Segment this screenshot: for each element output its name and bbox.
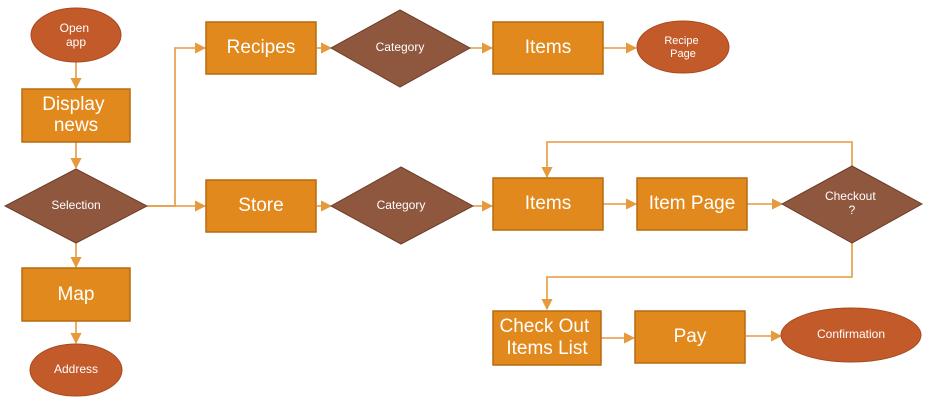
node-pay[interactable]: Pay [634, 310, 746, 364]
node-checkout-decision[interactable]: Checkout ? [780, 165, 924, 244]
node-category-store-label: Category [377, 198, 426, 212]
node-checkout-items-list[interactable]: Check Out Items List [492, 310, 602, 366]
node-items-recipes[interactable]: Items [492, 21, 604, 75]
node-item-page-label: Item Page [649, 193, 736, 214]
node-address-label: Address [54, 362, 98, 376]
node-store-label: Store [238, 195, 283, 216]
node-recipes[interactable]: Recipes [205, 21, 317, 75]
node-items-store[interactable]: Items [492, 177, 604, 231]
edge-checkout-loop-to-items [541, 141, 853, 179]
node-confirmation-label: Confirmation [817, 327, 885, 341]
node-map-label: Map [58, 284, 95, 305]
node-selection-label: Selection [51, 198, 100, 212]
node-recipe-page[interactable]: Recipe Page [636, 20, 730, 74]
connectors [70, 42, 853, 345]
node-map[interactable]: Map [21, 267, 131, 322]
node-display-news[interactable]: Display news [21, 88, 131, 143]
node-category-recipes[interactable]: Category [329, 9, 472, 88]
node-address[interactable]: Address [29, 343, 123, 397]
node-category-store[interactable]: Category [329, 166, 475, 245]
node-pay-label: Pay [674, 326, 707, 347]
node-checkout-items-list-label: Check Out Items List [499, 316, 594, 359]
node-items-store-label: Items [525, 193, 571, 214]
node-selection[interactable]: Selection [3, 168, 149, 244]
node-recipes-label: Recipes [227, 37, 296, 58]
edge-checkout-to-checkout-list [541, 243, 853, 311]
node-open-app[interactable]: Open app [30, 7, 122, 63]
node-open-app-label: Open app [60, 21, 93, 49]
node-item-page[interactable]: Item Page [636, 177, 748, 231]
edge-selection-to-recipes [147, 42, 207, 207]
node-checkout-decision-label: Checkout ? [825, 189, 879, 217]
node-items-recipes-label: Items [525, 37, 571, 58]
node-category-recipes-label: Category [376, 40, 425, 54]
node-recipe-page-label: Recipe Page [664, 35, 701, 60]
node-confirmation[interactable]: Confirmation [780, 307, 922, 363]
node-display-news-label: Display news [42, 94, 110, 136]
node-store[interactable]: Store [205, 179, 317, 233]
